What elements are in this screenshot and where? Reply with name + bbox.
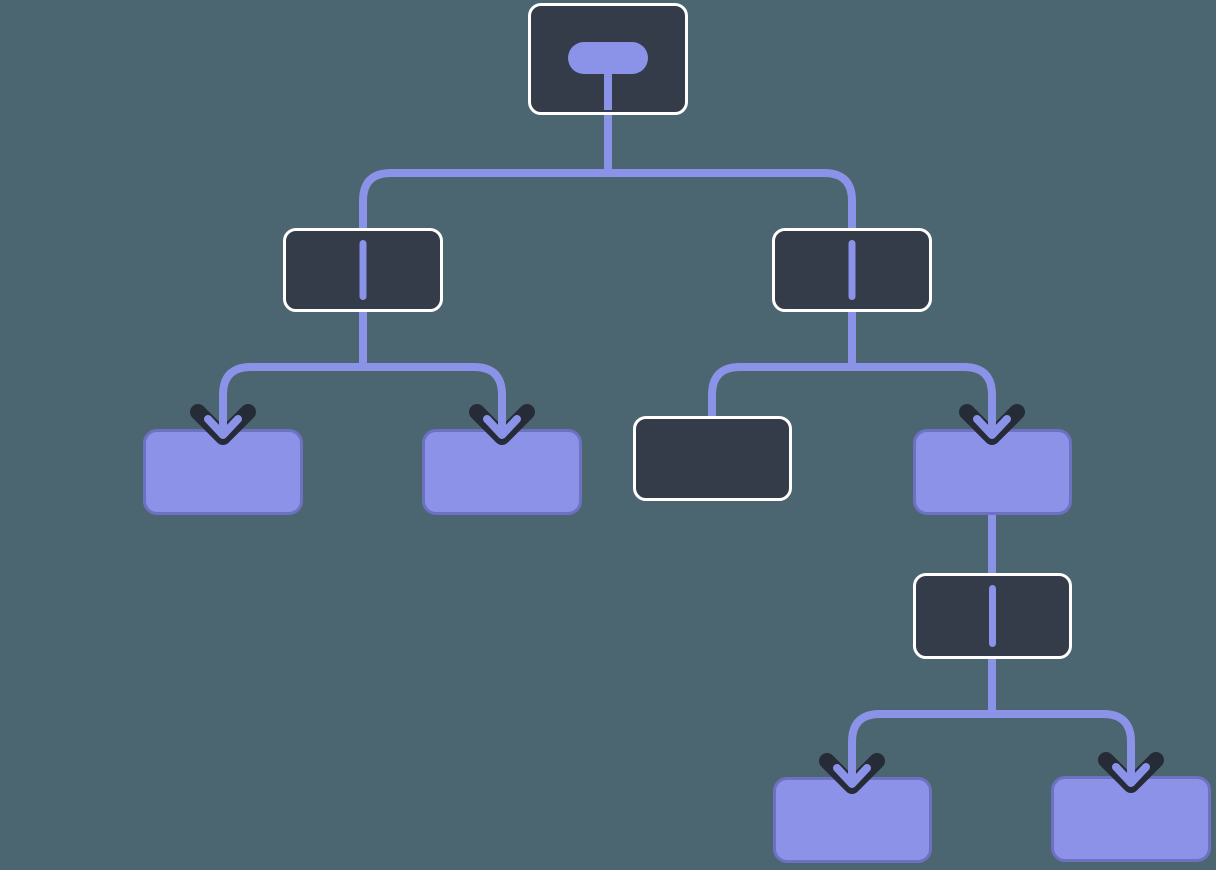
node-leaf-dark[interactable] [633,416,792,501]
node-branch-right[interactable] [772,228,932,312]
vertical-line-icon [989,585,996,647]
node-leaf-right[interactable] [913,429,1072,515]
node-root[interactable] [528,3,688,115]
node-leaf-bottom-1[interactable] [773,777,932,863]
node-branch-left[interactable] [283,228,443,312]
node-branch-bottom[interactable] [913,573,1072,659]
node-leaf-bottom-2[interactable] [1051,776,1211,862]
pill-stem-icon [568,42,648,110]
vertical-line-icon [848,240,856,300]
node-leaf-left-1[interactable] [143,429,303,515]
vertical-line-icon [359,240,367,300]
node-leaf-left-2[interactable] [422,429,582,515]
